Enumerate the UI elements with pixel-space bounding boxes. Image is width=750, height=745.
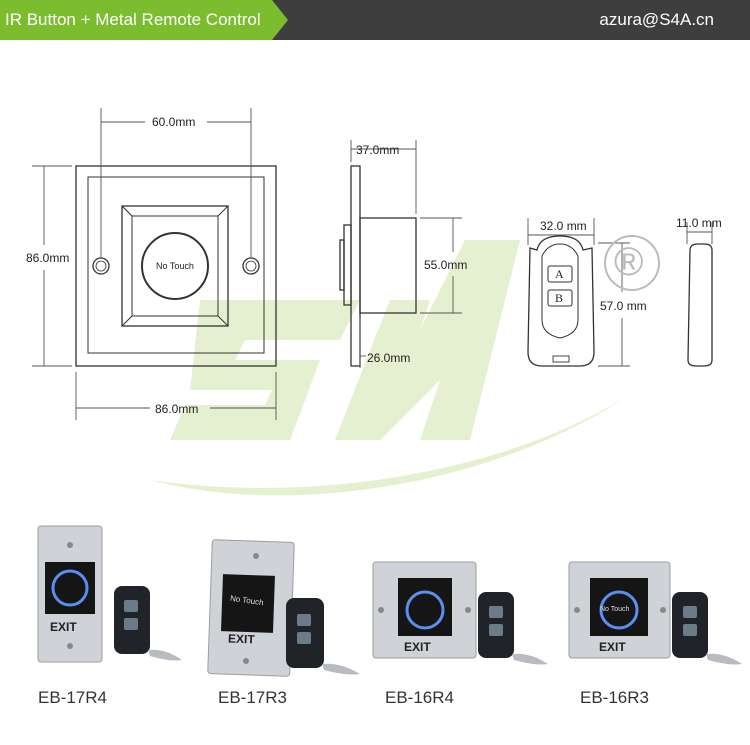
side-body-depth-label: 26.0mm [367,351,411,365]
side-body-height-label: 55.0mm [424,258,468,272]
product-eb-16r4-illustration [372,561,548,665]
front-width-label: 86.0mm [155,402,199,416]
registered-mark: ® [614,240,644,284]
s4a-watermark [150,240,650,496]
header-title: IR Button + Metal Remote Control [5,10,261,29]
eb-16r3-exit-label: EXIT [599,640,626,654]
product-model-eb-17r4: EB-17R4 [38,688,107,707]
front-view-dimension-lines [32,108,277,420]
side-view-drawing [339,165,417,367]
registered-mark-circle [604,235,660,291]
eb-16r4-exit-label: EXIT [404,640,431,654]
eb-16r3-button-text: No Touch [600,606,630,613]
front-hole-spacing-label: 60.0mm [152,115,196,129]
side-view-dimension-lines [350,140,462,368]
front-button-text: No Touch [156,261,194,271]
product-model-eb-16r4: EB-16R4 [385,688,454,707]
remote-button-b: B [555,291,564,305]
remote-front-drawing [527,235,595,367]
product-model-eb-16r3: EB-16R3 [580,688,649,707]
remote-button-a: A [555,267,564,281]
remote-width-label: 32.0 mm [540,219,587,233]
eb-17r3-exit-label: EXIT [227,631,255,647]
remote-side-drawing [687,243,713,367]
header-title-tab [0,0,288,40]
header-email: azura@S4A.cn [599,10,714,29]
product-model-eb-17r3: EB-17R3 [218,688,287,707]
remote-thickness-label: 11.0 mm [676,216,722,230]
header-bar: IR Button + Metal Remote Control azura@S… [0,0,750,40]
product-eb-16r3-illustration [568,561,742,665]
side-depth-label: 37.0mm [356,143,400,157]
product-eb-17r4-illustration [37,525,182,663]
front-height-label: 86.0mm [26,251,70,265]
front-view-drawing [75,165,277,367]
eb-17r4-exit-label: EXIT [50,620,77,634]
product-eb-17r3-illustration [207,539,360,677]
remote-height-label: 57.0 mm [600,299,647,313]
